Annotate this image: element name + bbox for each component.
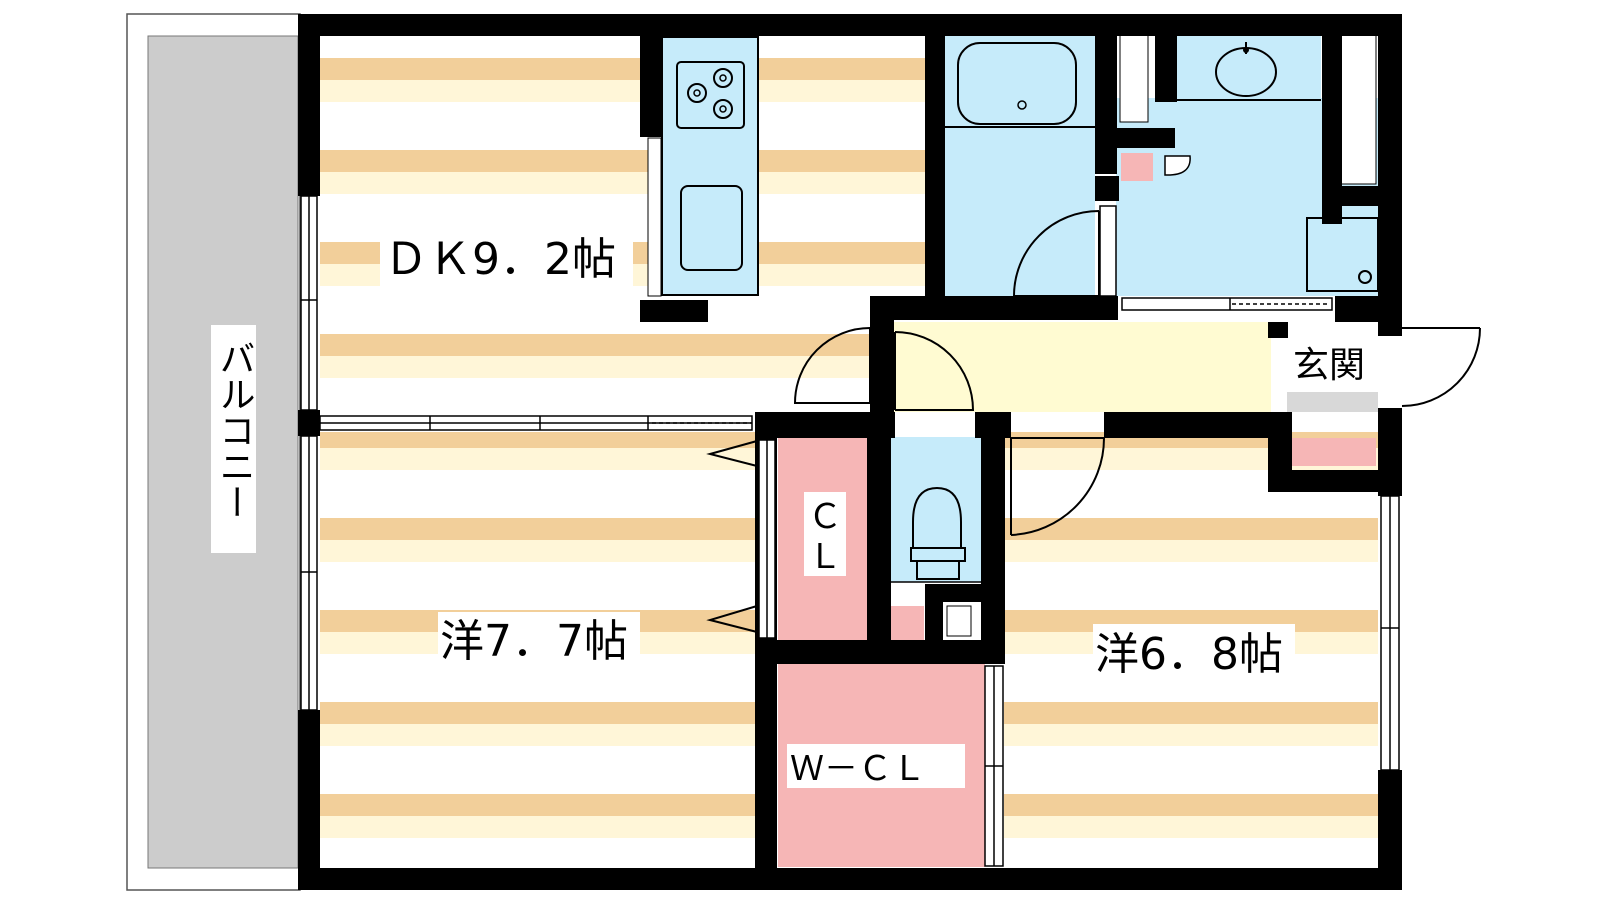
floors xyxy=(320,34,1378,867)
balcony-label: バルコニー xyxy=(214,340,255,520)
sink-icon xyxy=(680,185,743,271)
washbasin-icon xyxy=(1215,47,1277,97)
shoe-cabinet xyxy=(1290,438,1376,466)
hall-floor xyxy=(883,322,1271,412)
entrance-label: 玄関 xyxy=(1293,345,1365,386)
western2-label: 洋6．8帖 xyxy=(1095,629,1283,680)
door-swing-icon xyxy=(706,210,1481,633)
kitchen-counter xyxy=(647,36,759,297)
stove-icon xyxy=(676,61,745,129)
closet-label-line2: Ｌ xyxy=(808,537,842,577)
window-icon xyxy=(300,195,1400,867)
western1-label: 洋7．7帖 xyxy=(440,616,628,667)
dk-floor xyxy=(320,34,925,414)
room-labels: ＤＫ9．2帖 洋7．7帖 洋6．8帖 Ｃ Ｌ Ｗ－ＣＬ 玄関 xyxy=(380,230,1376,789)
dk-label: ＤＫ9．2帖 xyxy=(384,234,616,285)
wic-label: Ｗ－ＣＬ xyxy=(790,749,926,789)
storage-box xyxy=(946,605,972,637)
toilet-storage xyxy=(891,606,924,640)
bathtub-icon xyxy=(957,42,1077,125)
bath-fixture xyxy=(1121,153,1153,181)
closet-label-line1: Ｃ xyxy=(808,497,842,537)
entrance-step xyxy=(1287,392,1378,412)
walls xyxy=(298,14,1402,890)
balcony: バルコニー xyxy=(126,13,301,891)
washing-machine-icon xyxy=(1306,217,1379,292)
toilet-icon xyxy=(891,486,981,583)
